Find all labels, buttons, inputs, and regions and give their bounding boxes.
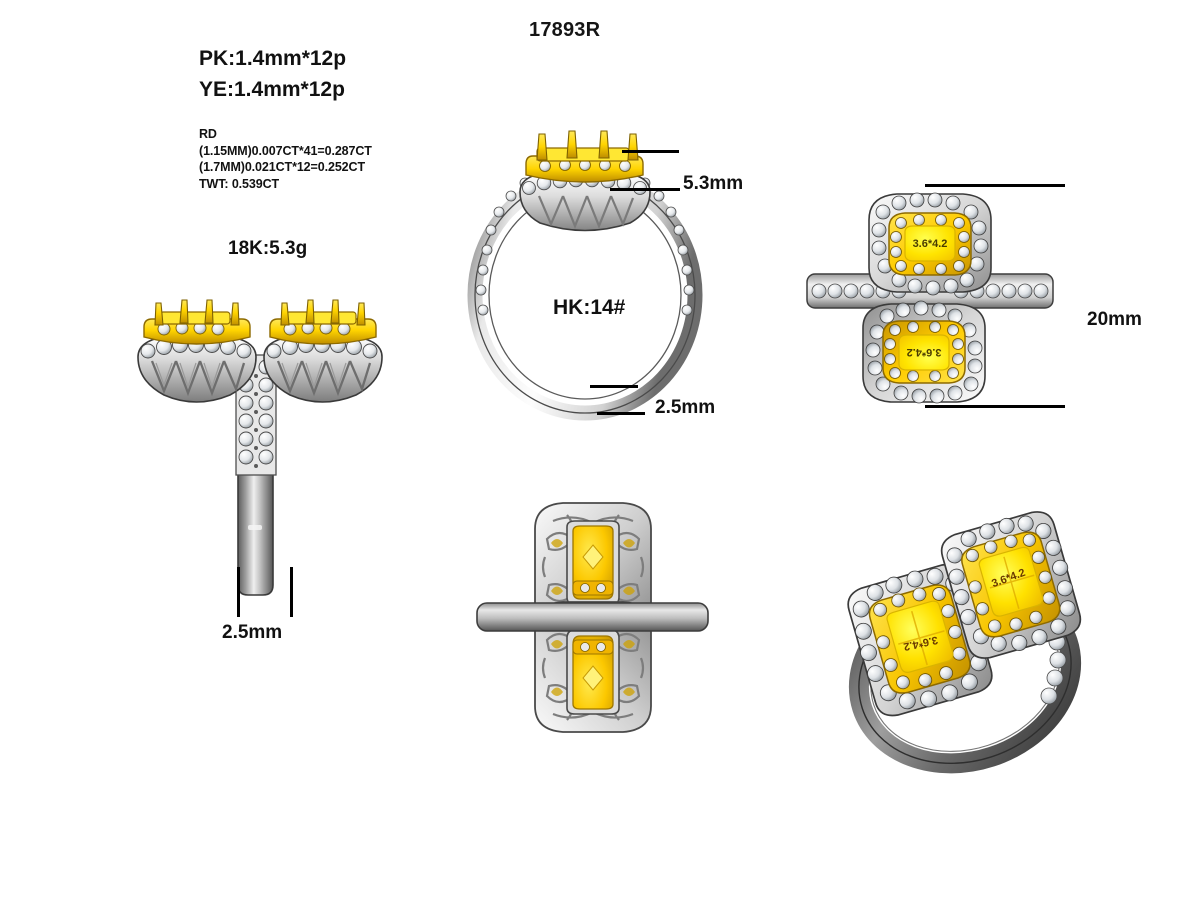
front-dimension-tick-right xyxy=(290,567,293,617)
ring-size-label: HK:14# xyxy=(553,296,626,319)
drawing-title: 17893R xyxy=(529,19,601,41)
front-dimension-tick-left xyxy=(237,567,240,617)
diamond-spec-header: RD xyxy=(199,127,217,141)
profile-band-leader-top xyxy=(590,385,638,388)
side-profile-view xyxy=(465,130,715,421)
profile-band-leader-bottom xyxy=(597,412,645,415)
metal-weight-label: 18K:5.3g xyxy=(228,238,308,259)
profile-height-leader-bottom xyxy=(610,188,680,191)
stone-spec-ye: YE:1.4mm*12p xyxy=(199,78,345,101)
diamond-spec-block: RD (1.15MM)0.007CT*41=0.287CT (1.7MM)0.0… xyxy=(199,126,372,192)
top-plan-extension-line-upper xyxy=(925,184,1065,187)
diamond-spec-line-1: (1.15MM)0.007CT*41=0.287CT xyxy=(199,143,372,158)
bottom-gallery-view xyxy=(475,495,710,740)
top-plan-view: 3.6*4.2 xyxy=(805,188,1055,408)
top-plan-stone-label-lower: 3.6*4.2 xyxy=(907,346,942,358)
front-band-width-label: 2.5mm xyxy=(222,622,283,643)
profile-head-height-label: 5.3mm xyxy=(683,173,744,194)
stone-spec-pk: PK:1.4mm*12p xyxy=(199,47,347,70)
top-plan-extension-line-lower xyxy=(925,405,1065,408)
top-plan-length-label: 20mm xyxy=(1087,309,1142,330)
top-plan-stone-label-upper: 3.6*4.2 xyxy=(913,238,948,250)
profile-band-width-label: 2.5mm xyxy=(655,397,716,418)
diamond-spec-line-2: (1.7MM)0.021CT*12=0.252CT xyxy=(199,160,365,174)
front-elevation-view xyxy=(130,295,400,615)
perspective-render-view: 3.6*4.2 xyxy=(825,480,1115,774)
stone-spec-block: PK:1.4mm*12p YE:1.4mm*12p xyxy=(199,43,346,105)
profile-height-leader-top xyxy=(622,150,679,153)
diamond-spec-total-weight: TWT: 0.539CT xyxy=(199,176,280,191)
